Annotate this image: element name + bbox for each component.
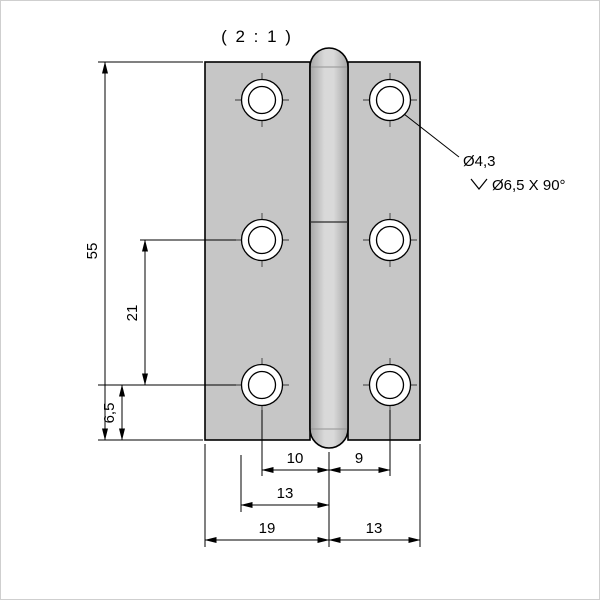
horizontal-dimensions: 10 9 13 19 13 xyxy=(204,410,421,547)
dimension-label-right-leaf-width: 13 xyxy=(366,520,383,537)
hole-callout: Ø4,3 Ø6,5 X 90° xyxy=(403,113,566,194)
dimension-label-overall-height: 55 xyxy=(84,243,101,260)
countersink-icon xyxy=(470,178,488,190)
vertical-dimensions: 55 21 6,5 xyxy=(84,61,236,441)
scale-label: ( 2 : 1 ) xyxy=(221,27,293,46)
dimension-label-left-hole-to-pin: 10 xyxy=(287,450,304,467)
dimension-label-left-leaf-width: 19 xyxy=(259,520,276,537)
callout-leader-line xyxy=(403,113,460,158)
hinge-body xyxy=(204,47,421,449)
callout-countersink-spec: Ø6,5 X 90° xyxy=(492,177,566,194)
callout-hole-diameter: Ø4,3 xyxy=(463,153,496,170)
dimension-label-hole-pitch: 21 xyxy=(124,305,141,322)
dimension-label-hole-offset: 13 xyxy=(277,485,294,502)
hinge-pin-barrel xyxy=(309,47,349,449)
dimension-label-bottom-offset: 6,5 xyxy=(101,403,118,424)
dimension-label-pin-to-right-hole: 9 xyxy=(355,450,363,467)
